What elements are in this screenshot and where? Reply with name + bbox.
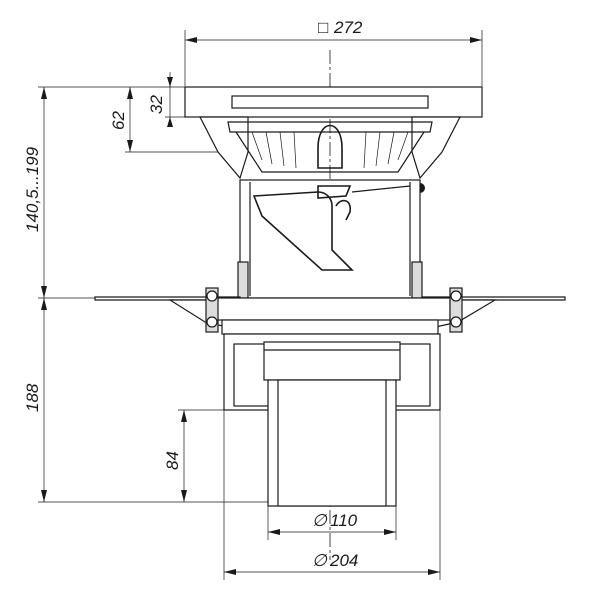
dim-height-188: 188 [23, 298, 268, 503]
dim-symbol-square: □ [318, 18, 328, 37]
dim-label-84: 84 [163, 451, 182, 470]
dim-diameter-204: ∅ 204 [223, 410, 441, 580]
dim-label-range: 140,5...199 [23, 146, 42, 232]
dim-label-62: 62 [109, 111, 128, 130]
dim-label-188: 188 [23, 383, 42, 412]
leaf-basket [227, 121, 433, 173]
dim-label-204: 204 [329, 551, 358, 570]
outlet-pipe [267, 379, 397, 507]
dim-height-62: 62 [109, 86, 218, 153]
dim-height-range: 140,5...199 [23, 86, 125, 299]
odour-trap [252, 185, 411, 271]
dim-symbol-diameter-110: ∅ [312, 511, 328, 530]
dim-label-32: 32 [147, 95, 166, 114]
membrane-flange [94, 296, 566, 335]
dim-height-32: 32 [147, 72, 200, 127]
dim-diameter-110: ∅ 110 [267, 506, 397, 540]
dim-width-272: □ 272 [184, 18, 483, 86]
clamp-bolt-left [205, 287, 219, 333]
dim-height-84: 84 [163, 409, 224, 502]
dim-symbol-diameter-204: ∅ [312, 551, 328, 570]
clamp-bolt-right [449, 287, 463, 333]
grate-frame [184, 86, 483, 180]
dim-label-110: 110 [330, 511, 358, 530]
dim-label-272: 272 [333, 18, 363, 37]
